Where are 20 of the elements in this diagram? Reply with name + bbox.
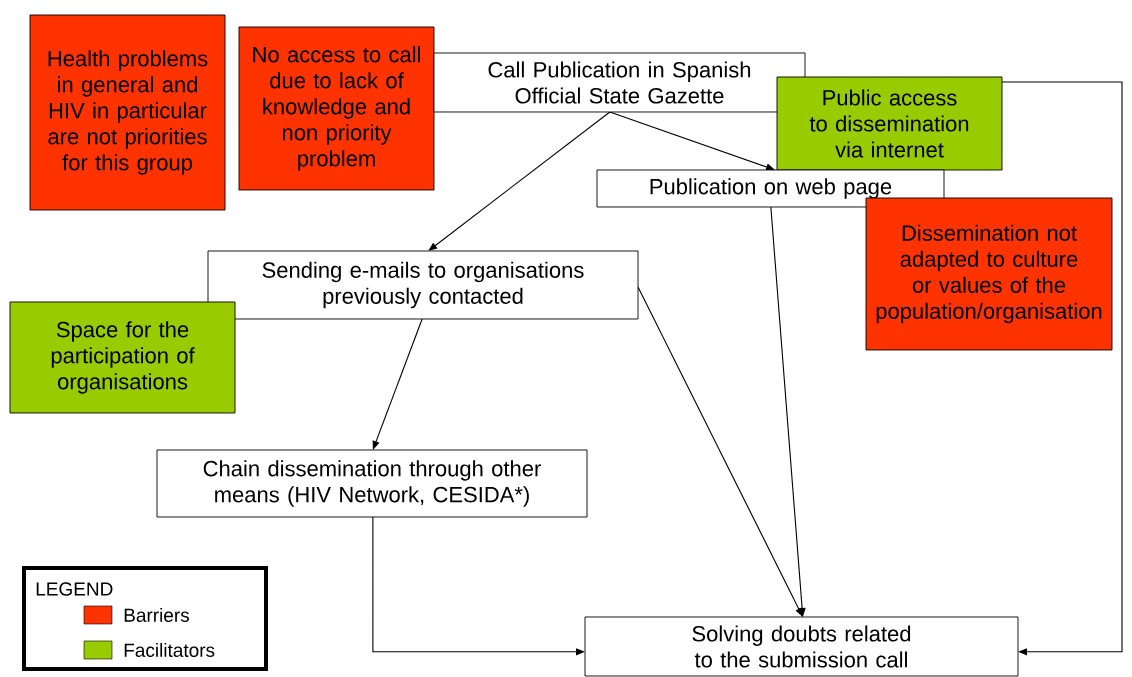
process-box: Publication on web page [596, 169, 945, 208]
process-box: Call Publication in Spanish Official State Gazette [433, 52, 806, 113]
legend-label: Facilitators [124, 643, 215, 657]
process-box: Chain dissemination through other means (HIV Network, CESIDA*) [156, 449, 588, 518]
arrow [637, 286, 803, 617]
legend-title: LEGEND [36, 582, 113, 596]
arrow [609, 111, 775, 171]
facilitator-box: Public access to dissemination via internet [776, 76, 1003, 171]
arrow [428, 111, 611, 251]
arrow [1001, 81, 1123, 656]
barrier-box: Health problems in general and HIV in particular are not priorities for this group [29, 14, 226, 211]
arrow [372, 516, 585, 656]
barrier-box: Dissemination not adapted to culture or values of the population/organisation [865, 197, 1113, 351]
barrier-box: No access to call due to lack of knowledge and non priority problem [238, 26, 435, 191]
process-box: Sending e-mails to organisations previously contacted [207, 250, 639, 320]
process-box: Solving doubts related to the submission call [584, 616, 1019, 677]
legend-label: Barriers [124, 608, 189, 622]
facilitator-box: Space for the participation of organisations [9, 301, 236, 414]
arrow [770, 206, 806, 617]
arrow [372, 318, 423, 450]
